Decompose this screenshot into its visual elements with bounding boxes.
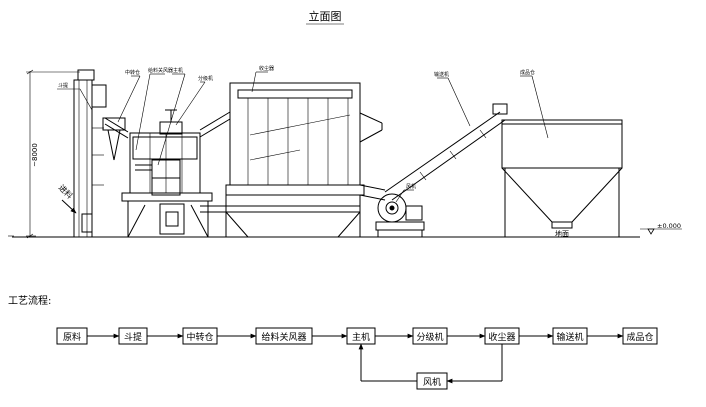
step-raw-material-label: 原料 <box>63 331 81 343</box>
step-classifier-label: 分级机 <box>416 331 443 343</box>
step-elevator: 斗提 <box>118 327 148 345</box>
step-intermediate-bin: 中转仓 <box>182 327 218 345</box>
fan-loop: 风机 <box>358 343 503 390</box>
level-mark: ±0.000 <box>640 222 682 235</box>
callout-elevator: 斗提 <box>58 82 68 89</box>
callout-mill: 主机 <box>173 67 183 74</box>
step-raw-material: 原料 <box>56 327 88 345</box>
elevation-dimension-label: ~8000 <box>31 143 39 167</box>
step-feeder: 给料关风器 <box>255 327 313 345</box>
callouts: 斗提 中转仓 给料关风器 主机 分级机 收尘器 风机 输送机 成品仓 <box>57 65 549 203</box>
product-silo <box>501 119 623 237</box>
step-dust-collector-label: 收尘器 <box>488 331 515 343</box>
step-main-mill: 主机 <box>346 327 376 345</box>
feed-label: 进料 <box>57 182 75 200</box>
inclined-conveyor <box>384 103 508 201</box>
floor-label: 地面 <box>555 229 569 238</box>
step-product-silo-label: 成品仓 <box>626 331 653 343</box>
drawing-title: 立面图 <box>309 9 342 23</box>
fan-label: 风机 <box>423 376 441 388</box>
feed-inlet: 进料 <box>57 182 77 214</box>
step-classifier: 分级机 <box>412 327 448 345</box>
callout-classifier: 分级机 <box>198 75 213 82</box>
step-conveyor: 输送机 <box>552 327 588 345</box>
step-dust-collector: 收尘器 <box>484 327 520 345</box>
dust-collector <box>200 82 386 238</box>
step-elevator-label: 斗提 <box>124 332 142 343</box>
callout-conveyor: 输送机 <box>434 71 449 78</box>
bucket-elevator <box>73 69 129 238</box>
step-product-silo: 成品仓 <box>622 327 658 345</box>
step-feeder-label: 给料关风器 <box>261 331 306 343</box>
callout-collector: 收尘器 <box>259 65 274 72</box>
elevation-dimension: ~8000 <box>26 69 80 239</box>
step-intermediate-bin-label: 中转仓 <box>186 331 213 343</box>
step-conveyor-label: 输送机 <box>556 331 583 343</box>
callout-bin: 中转仓 <box>125 69 140 76</box>
level-mark-label: ±0.000 <box>657 222 681 230</box>
process-flow: 原料 斗提 中转仓 给料关风器 主机 分级机 收尘器 <box>56 327 658 390</box>
callout-feeder: 给料关风器 <box>148 67 173 74</box>
process-flow-title: 工艺流程: <box>8 294 51 307</box>
ground-line <box>8 235 640 238</box>
callout-fan: 风机 <box>406 183 416 190</box>
callout-silo: 成品仓 <box>520 69 535 76</box>
intermediate-bin-and-mill <box>102 109 231 238</box>
step-main-mill-label: 主机 <box>352 331 370 343</box>
fan <box>375 193 425 237</box>
